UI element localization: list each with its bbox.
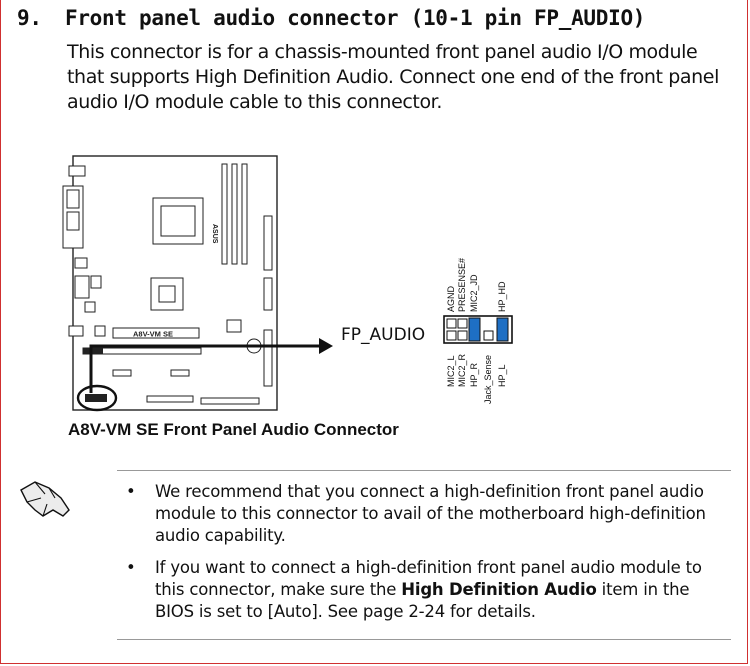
list-item: • We recommend that you connect a high-d… (126, 482, 706, 545)
note-box (117, 470, 731, 640)
callout-arrow (319, 338, 333, 354)
pin-label: PRESENSE# (457, 258, 467, 312)
pin-label: MIC2_R (457, 353, 467, 387)
pin-label: MIC2_JD (469, 274, 479, 312)
pin-label: AGND (446, 285, 456, 312)
section-number: 9. (17, 6, 42, 30)
connector-label: FP_AUDIO (341, 325, 425, 345)
pin-label: HP_HD (497, 281, 507, 312)
section-title: Front panel audio connector (10-1 pin FP… (65, 6, 646, 30)
pin-label: HP_R (469, 362, 479, 387)
diagram-caption: A8V-VM SE Front Panel Audio Connector (68, 420, 399, 439)
list-item: • If you want to connect a high-definiti… (126, 558, 702, 621)
fp-audio-header (443, 315, 513, 344)
board-label: A8V-VM SE (133, 330, 173, 339)
hand-note-icon (20, 481, 70, 517)
section-intro: This connector is for a chassis-mounted … (67, 41, 719, 113)
bios-item-name: High Definition Audio (401, 580, 597, 599)
section-heading: 9. Front panel audio connector (10-1 pin … (17, 6, 645, 30)
pin-label: Jack_Sense (483, 355, 493, 404)
connector-highlight (76, 384, 118, 412)
svg-text:ASUS: ASUS (211, 224, 218, 244)
pin-label: MIC2_L (446, 355, 456, 387)
motherboard-diagram: ASUS A8V-VM SE FP_AUDIO (62, 155, 513, 412)
note-list: • We recommend that you connect a high-d… (121, 481, 721, 633)
pin-label: HP_L (497, 364, 507, 387)
